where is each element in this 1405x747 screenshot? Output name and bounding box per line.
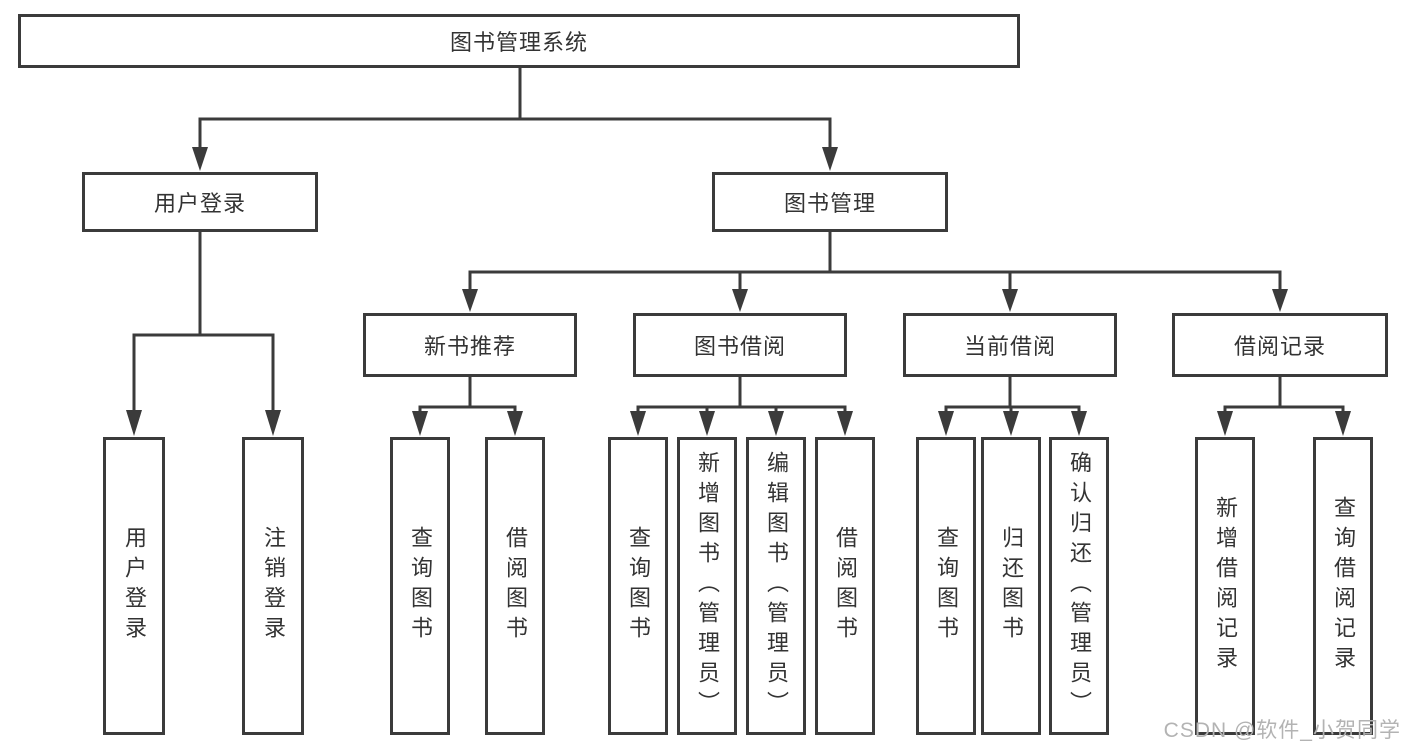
- node-root-system: 图书管理系统: [18, 14, 1020, 68]
- leaf-current-confirm-return-admin: 确认归还（管理员）: [1049, 437, 1109, 735]
- leaf-borrow-edit-books-admin: 编辑图书（管理员）: [746, 437, 806, 735]
- leaf-newbook-borrow-books: 借阅图书: [485, 437, 545, 735]
- leaf-record-add-record: 新增借阅记录: [1195, 437, 1255, 735]
- node-book-borrow: 图书借阅: [633, 313, 847, 377]
- node-current-borrow: 当前借阅: [903, 313, 1117, 377]
- leaf-current-query-books: 查询图书: [916, 437, 976, 735]
- leaf-borrow-add-books-admin: 新增图书（管理员）: [677, 437, 737, 735]
- node-new-book-recommend: 新书推荐: [363, 313, 577, 377]
- leaf-user-login: 用户登录: [103, 437, 165, 735]
- node-user-login: 用户登录: [82, 172, 318, 232]
- node-borrow-record: 借阅记录: [1172, 313, 1388, 377]
- leaf-record-query-record: 查询借阅记录: [1313, 437, 1373, 735]
- leaf-newbook-query-books: 查询图书: [390, 437, 450, 735]
- leaf-borrow-borrow-books: 借阅图书: [815, 437, 875, 735]
- leaf-logout-login: 注销登录: [242, 437, 304, 735]
- csdn-watermark: CSDN @软件_小贺同学: [1163, 719, 1401, 742]
- leaf-current-return-books: 归还图书: [981, 437, 1041, 735]
- leaf-borrow-query-books: 查询图书: [608, 437, 668, 735]
- node-book-management: 图书管理: [712, 172, 948, 232]
